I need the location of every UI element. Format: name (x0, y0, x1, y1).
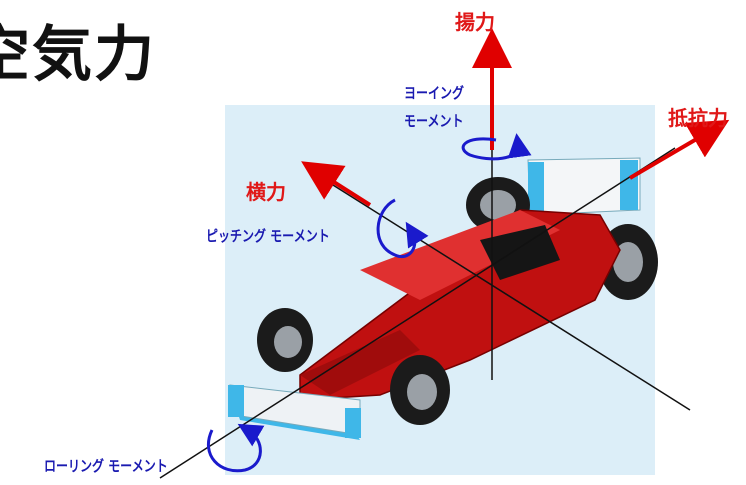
drag-arrow (628, 119, 730, 180)
front-wing (228, 384, 361, 440)
yawing-moment-label-line1: ヨーイング (404, 84, 465, 102)
yawing-moment-arrow (461, 133, 532, 161)
pitching-moment-arrow (376, 198, 429, 259)
rolling-moment-label: ローリング モーメント (44, 457, 168, 475)
side-force-label: 横力 (246, 180, 286, 204)
yawing-moment-label-line2: モーメント (404, 112, 464, 130)
lift-label: 揚力 (455, 10, 495, 34)
rear-right-rim (613, 242, 643, 282)
side-force-arrow (301, 161, 372, 207)
roll-axis-line (159, 147, 676, 479)
front-left-rim (274, 326, 302, 358)
rear-left-rim (480, 190, 516, 220)
front-right-rim (407, 374, 437, 410)
pitch-axis-line (324, 179, 691, 411)
pitching-moment-label: ピッチング モーメント (206, 227, 330, 245)
page-title: 空気力 (0, 20, 156, 90)
car-body (299, 209, 621, 401)
rear-wing (527, 157, 641, 216)
rolling-moment-arrow (206, 423, 265, 473)
drag-label: 抵抗力 (668, 106, 728, 130)
